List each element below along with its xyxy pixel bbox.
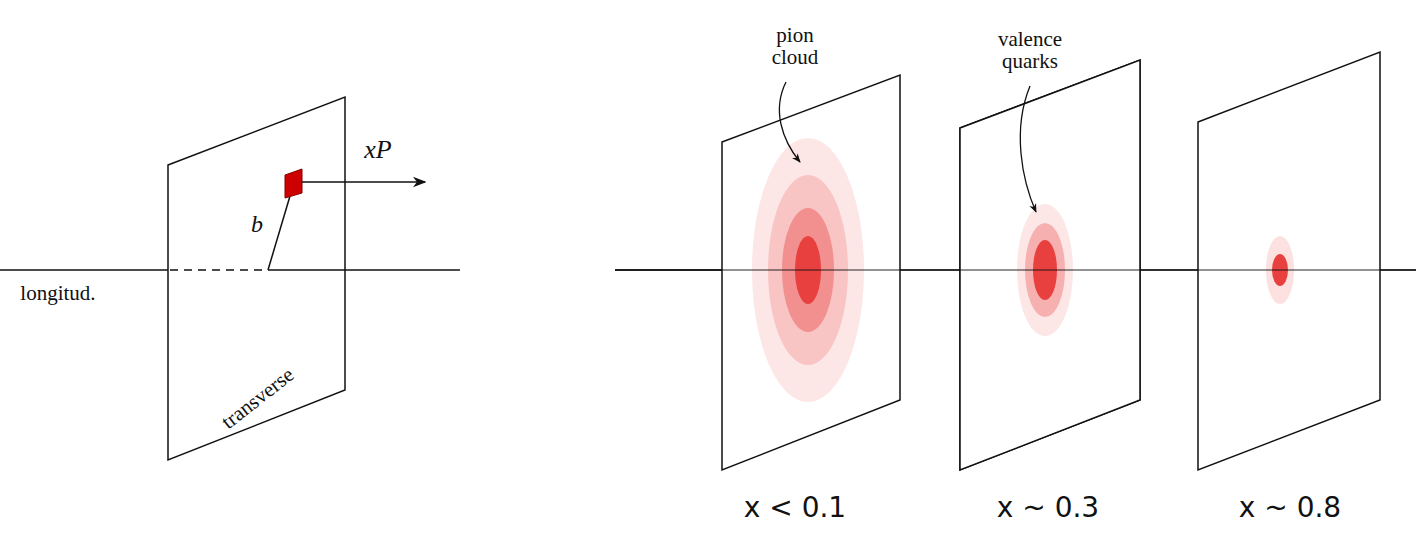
transverse-plane (168, 97, 345, 460)
momentum-arrow (302, 181, 425, 183)
callout-label: valence quarks (985, 28, 1075, 72)
transverse-plane (722, 75, 900, 470)
axis-hidden (170, 269, 266, 271)
left-plane-figure (0, 97, 460, 460)
impact-parameter (268, 196, 290, 270)
impact-parameter-label: b (251, 212, 263, 237)
three-planes-figure (615, 52, 1416, 470)
callout-label: pion cloud (760, 24, 830, 68)
momentum-fraction: x ~ 0.3 (997, 493, 1099, 522)
transverse-plane (1198, 52, 1380, 470)
transverse-plane (960, 60, 1140, 470)
longitudinal-axis (0, 269, 168, 271)
momentum-fraction: x < 0.1 (744, 493, 846, 522)
momentum-fraction: x ~ 0.8 (1239, 493, 1341, 522)
longitudinal-axis (615, 269, 1416, 271)
parton-patch (285, 169, 302, 198)
axis-label: longitud. (20, 282, 95, 304)
longitudinal-axis (268, 269, 460, 271)
pointer-arrow (779, 82, 800, 162)
momentum-label: xP (364, 136, 391, 163)
pointer-arrow (1020, 86, 1036, 212)
